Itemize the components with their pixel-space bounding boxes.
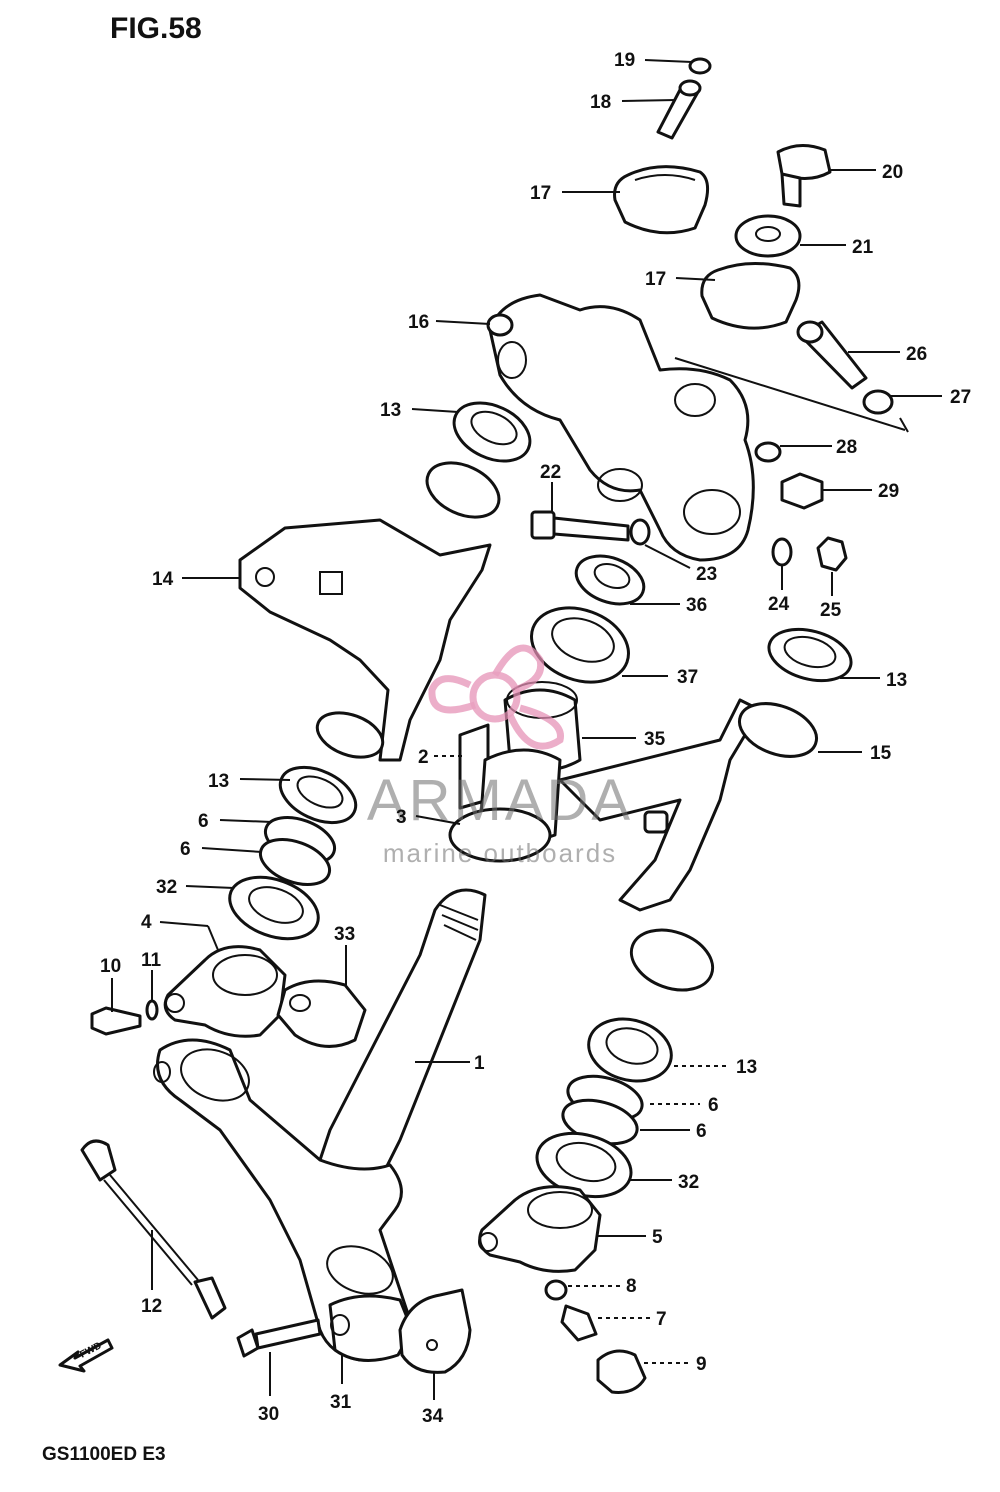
watermark-tagline: marine outboards	[383, 838, 617, 868]
callout-16: 16	[408, 312, 429, 333]
part-29-cap-nut	[780, 472, 824, 510]
part-5-right-holder	[478, 1185, 602, 1273]
callout-26: 26	[906, 344, 927, 365]
part-10-bolt	[90, 1006, 142, 1036]
part-36-steering-nut	[574, 554, 646, 606]
callout-12: 12	[141, 1296, 162, 1317]
callout-10: 10	[100, 956, 121, 977]
callout-21: 21	[852, 237, 874, 258]
part-3-lower-bearing	[448, 748, 562, 863]
callout-6: 6	[198, 811, 209, 832]
callout-15: 15	[870, 743, 892, 764]
callout-11: 11	[141, 950, 162, 971]
part-11-washer	[145, 999, 159, 1021]
part-34-cap	[398, 1288, 472, 1374]
part-7-bolt	[560, 1304, 598, 1342]
part-13-damper-lower-right	[587, 1017, 673, 1083]
part-37-dust-seal	[530, 606, 630, 684]
callout-8: 8	[626, 1276, 637, 1297]
part-1-steering-stem	[153, 888, 487, 1362]
callout-5: 5	[652, 1227, 663, 1248]
callout-30: 30	[258, 1404, 279, 1425]
watermark-logo-icon	[428, 644, 564, 750]
part-32-seal-right	[535, 1131, 633, 1199]
part-23-washer	[629, 518, 651, 546]
callout-19: 19	[614, 50, 635, 71]
callout-25: 25	[820, 600, 842, 621]
callout-29: 29	[878, 481, 899, 502]
callout-6-c: 6	[708, 1095, 719, 1116]
part-28-lock-washer	[754, 441, 782, 463]
callout-33: 33	[334, 924, 355, 945]
part-15-lower-bracket	[558, 698, 818, 992]
callout-13-d: 13	[736, 1057, 757, 1078]
part-8-washer	[544, 1279, 568, 1301]
part-24-washer	[771, 537, 793, 567]
part-22-bolt	[530, 510, 630, 542]
callout-32: 32	[156, 877, 177, 898]
part-25-nut	[816, 536, 848, 572]
callout-18: 18	[590, 92, 611, 113]
watermark: ARMADA marine outboards	[367, 644, 633, 868]
figure-title: FIG.58	[110, 12, 202, 45]
part-30-bolt	[236, 1318, 322, 1358]
callout-13-c: 13	[208, 771, 229, 792]
part-27-washer	[862, 389, 894, 415]
callout-23: 23	[696, 564, 717, 585]
part-9-cap	[596, 1349, 647, 1394]
part-32-seal-left	[228, 875, 320, 941]
callout-36: 36	[686, 595, 707, 616]
part-13-damper-upper	[452, 401, 532, 463]
callout-22: 22	[540, 462, 561, 483]
part-14-bracket	[238, 461, 501, 762]
callout-32-b: 32	[678, 1172, 699, 1193]
part-21-washer	[734, 214, 802, 258]
part-18-bolt	[656, 79, 702, 140]
callout-35: 35	[644, 729, 666, 750]
part-13-damper-right	[767, 627, 853, 683]
callout-28: 28	[836, 437, 857, 458]
part-4-left-holder	[163, 945, 287, 1038]
callouts: 19 18 17 20 21 17 16 26 27 13 28 22 29 1…	[100, 50, 971, 1427]
callout-6-b: 6	[180, 839, 191, 860]
callout-17: 17	[530, 183, 551, 204]
part-17-handlebar-holder-lower	[700, 261, 801, 330]
callout-4: 4	[141, 912, 152, 933]
callout-3: 3	[396, 807, 407, 828]
part-16-upper-bracket	[486, 293, 755, 562]
part-33-cap	[276, 979, 367, 1048]
callout-34: 34	[422, 1406, 444, 1427]
callout-2: 2	[418, 747, 429, 768]
part-17-handlebar-holder-upper	[613, 165, 710, 235]
callout-6-d: 6	[696, 1121, 707, 1142]
part-12-cable	[80, 1139, 227, 1320]
part-13-damper-left	[278, 765, 358, 825]
part-19-screw	[688, 57, 712, 75]
watermark-brand: ARMADA	[367, 768, 633, 833]
callout-24: 24	[768, 594, 790, 615]
model-code: GS1100ED E3	[42, 1444, 166, 1465]
callout-7: 7	[656, 1309, 667, 1330]
callout-37: 37	[677, 667, 698, 688]
part-20-cap-bolt	[776, 144, 832, 208]
callout-13: 13	[380, 400, 401, 421]
callout-17-b: 17	[645, 269, 666, 290]
callout-31: 31	[330, 1392, 352, 1413]
callout-14: 14	[152, 569, 174, 590]
forward-arrow-icon: FWD	[58, 1338, 114, 1373]
part-26-bolt	[796, 320, 868, 390]
callout-1: 1	[474, 1053, 485, 1074]
callout-13-b: 13	[886, 670, 907, 691]
callout-9: 9	[696, 1354, 707, 1375]
part-6-rings-left	[258, 816, 337, 886]
callout-20: 20	[882, 162, 903, 183]
callout-27: 27	[950, 387, 971, 408]
